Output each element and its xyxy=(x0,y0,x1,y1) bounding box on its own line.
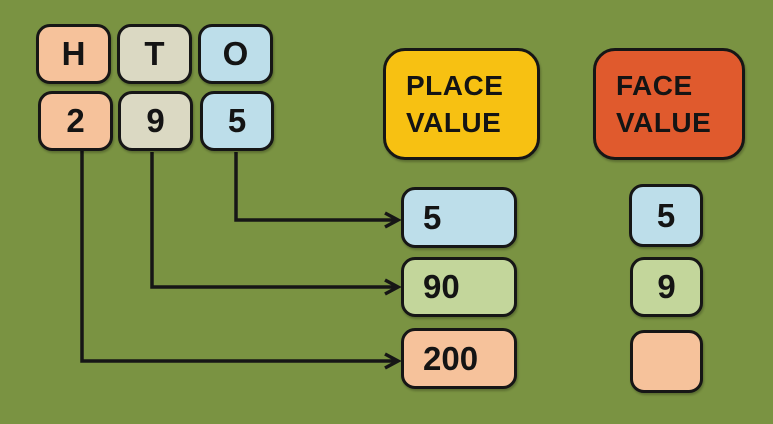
arrow-tens-to-place-value xyxy=(150,152,402,296)
face-value-header-line1: FACE xyxy=(616,70,693,101)
face-value-hundreds-box-empty xyxy=(630,330,703,393)
arrow-ones-to-place-value xyxy=(234,152,402,229)
column-header-ones: O xyxy=(198,24,273,84)
place-value-header-line1: PLACE xyxy=(406,70,504,101)
digit-tens: 9 xyxy=(118,91,193,151)
place-value-tens-box: 90 xyxy=(401,257,517,317)
face-value-header: FACE VALUE xyxy=(593,48,745,160)
place-value-header: PLACE VALUE xyxy=(383,48,540,160)
arrow-hundreds-to-place-value xyxy=(80,151,402,370)
column-header-tens: T xyxy=(117,24,192,84)
face-value-tens-box: 9 xyxy=(630,257,703,317)
face-value-ones-box: 5 xyxy=(629,184,703,247)
place-value-header-line2: VALUE xyxy=(406,107,502,138)
face-value-header-line2: VALUE xyxy=(616,107,712,138)
column-header-hundreds: H xyxy=(36,24,111,84)
place-value-ones-box: 5 xyxy=(401,187,517,248)
place-value-hundreds-box: 200 xyxy=(401,328,517,389)
digit-ones: 5 xyxy=(200,91,274,151)
digit-hundreds: 2 xyxy=(38,91,113,151)
